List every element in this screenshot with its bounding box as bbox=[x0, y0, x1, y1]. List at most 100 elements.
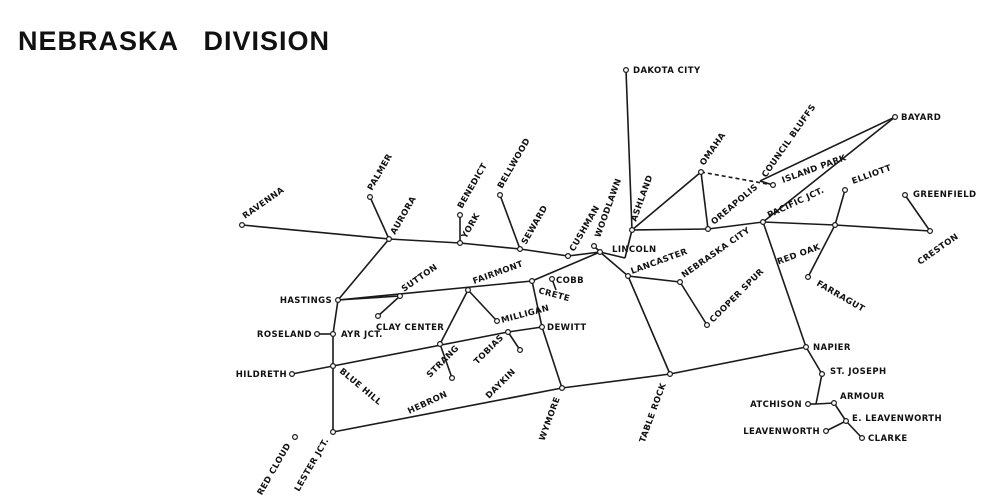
station-marker-crete bbox=[528, 278, 535, 285]
rail-segment bbox=[332, 387, 563, 433]
rail-segment bbox=[439, 289, 469, 345]
station-label-dewitt: DEWITT bbox=[547, 323, 587, 333]
station-marker-greenfield bbox=[901, 192, 908, 199]
rail-segment bbox=[834, 224, 931, 232]
rail-segment bbox=[337, 238, 390, 301]
rail-segment bbox=[507, 331, 521, 351]
rail-segment bbox=[762, 221, 836, 226]
station-label-wymore: WYMORE bbox=[538, 396, 563, 443]
station-label-hebron: HEBRON bbox=[406, 390, 449, 417]
station-marker-seward bbox=[516, 246, 523, 253]
station-marker-ashland bbox=[628, 227, 635, 234]
rail-segment bbox=[815, 402, 835, 405]
station-marker-benedict bbox=[457, 212, 464, 219]
rail-segment bbox=[337, 280, 533, 301]
rail-segment-dashed bbox=[700, 171, 774, 186]
station-marker-wymore bbox=[558, 385, 565, 392]
station-marker-daykin bbox=[516, 347, 523, 354]
station-marker-york bbox=[457, 240, 464, 247]
station-marker-red-oak bbox=[831, 222, 838, 229]
rail-segment bbox=[241, 224, 390, 240]
rail-segment bbox=[291, 365, 334, 375]
station-marker-pacific-jct bbox=[759, 219, 766, 226]
rail-segment bbox=[762, 221, 807, 348]
station-marker-farragut bbox=[804, 274, 811, 281]
station-label-clarke: CLARKE bbox=[868, 434, 908, 444]
station-marker-strang bbox=[437, 341, 444, 348]
rail-segment bbox=[631, 171, 702, 231]
station-label-sutton: SUTTON bbox=[400, 262, 440, 294]
rail-segment bbox=[834, 189, 846, 226]
station-label-hildreth: HILDRETH bbox=[236, 370, 287, 380]
station-marker-atchison bbox=[804, 401, 811, 408]
station-label-seward: SEWARD bbox=[520, 204, 550, 247]
rail-segment bbox=[599, 251, 629, 277]
rail-segment bbox=[439, 343, 453, 379]
rail-segment bbox=[531, 280, 543, 328]
rail-segment bbox=[627, 275, 671, 375]
rail-segment bbox=[332, 331, 509, 367]
rail-segment bbox=[825, 420, 847, 432]
rail-segment bbox=[759, 116, 896, 182]
station-marker-table-rock bbox=[666, 371, 673, 378]
station-marker-armour bbox=[830, 400, 837, 407]
station-marker-e-leavenworth bbox=[842, 418, 849, 425]
station-marker-cooper-spur bbox=[703, 322, 710, 329]
station-label-nebraska-city: NEBRASKA CITY bbox=[680, 225, 753, 280]
station-marker-hebron bbox=[449, 375, 456, 382]
rail-segment bbox=[631, 228, 709, 231]
station-label-hastings: HASTINGS bbox=[280, 296, 332, 306]
rail-segment bbox=[519, 248, 569, 257]
station-label-daykin: DAYKIN bbox=[484, 367, 518, 401]
station-label-table-rock: TABLE ROCK bbox=[638, 382, 669, 445]
station-marker-tobias bbox=[505, 329, 512, 336]
rail-segment bbox=[541, 326, 563, 389]
rail-segment bbox=[567, 251, 601, 257]
rail-segment bbox=[700, 171, 709, 230]
rail-segment bbox=[377, 295, 401, 317]
station-marker-cobb bbox=[548, 276, 555, 283]
station-label-roseland: ROSELAND bbox=[257, 330, 312, 340]
rail-segment bbox=[388, 238, 461, 244]
station-marker-elliott bbox=[841, 187, 848, 194]
rail-segment bbox=[599, 251, 626, 259]
station-label-crete: CRETE bbox=[537, 286, 571, 304]
station-label-st-joseph: ST. JOSEPH bbox=[830, 367, 886, 377]
station-label-ravenna: RAVENNA bbox=[241, 185, 287, 221]
rail-segment bbox=[627, 275, 681, 283]
station-label-creston: CRESTON bbox=[916, 232, 961, 268]
station-label-greenfield: GREENFIELD bbox=[913, 190, 977, 200]
station-label-red-cloud: RED CLOUD bbox=[256, 442, 294, 498]
station-label-farragut: FARRAGUT bbox=[815, 279, 867, 315]
rail-segment bbox=[679, 281, 708, 326]
station-marker-omaha bbox=[697, 169, 704, 176]
station-marker-bellwood bbox=[497, 192, 504, 199]
rail-segment bbox=[807, 224, 836, 278]
rail-segment bbox=[707, 221, 764, 230]
station-label-e-leavenworth: E. LEAVENWORTH bbox=[852, 414, 942, 424]
station-marker-blue-hill bbox=[330, 363, 337, 370]
station-marker-aurora bbox=[386, 236, 393, 243]
station-marker-clarke bbox=[858, 435, 865, 442]
station-label-oreapolis: OREAPOLIS bbox=[710, 182, 761, 227]
station-label-atchison: ATCHISON bbox=[750, 400, 802, 410]
station-marker-roseland bbox=[314, 331, 321, 338]
rail-lines bbox=[241, 69, 931, 439]
rail-segment bbox=[507, 326, 543, 333]
station-label-leavenworth: LEAVENWORTH bbox=[743, 427, 820, 437]
station-label-benedict: BENEDICT bbox=[456, 162, 490, 211]
station-marker-lincoln bbox=[596, 249, 603, 256]
station-label-dakota-city: DAKOTA CITY bbox=[633, 66, 701, 76]
station-marker-cushman bbox=[564, 253, 571, 260]
station-marker-red-cloud bbox=[292, 434, 299, 441]
station-label-ayr-jct: AYR JCT. bbox=[341, 330, 383, 340]
station-label-pacific-jct: PACIFIC JCT. bbox=[766, 186, 826, 221]
station-marker-island-park bbox=[769, 182, 776, 189]
station-marker-palmer bbox=[367, 194, 374, 201]
rail-segment bbox=[762, 116, 896, 223]
station-label-strang: STRANG bbox=[425, 344, 461, 380]
rail-segment bbox=[625, 69, 633, 231]
station-label-bellwood: BELLWOOD bbox=[496, 137, 533, 191]
station-label-lester-jct: LESTER JCT. bbox=[293, 437, 332, 494]
